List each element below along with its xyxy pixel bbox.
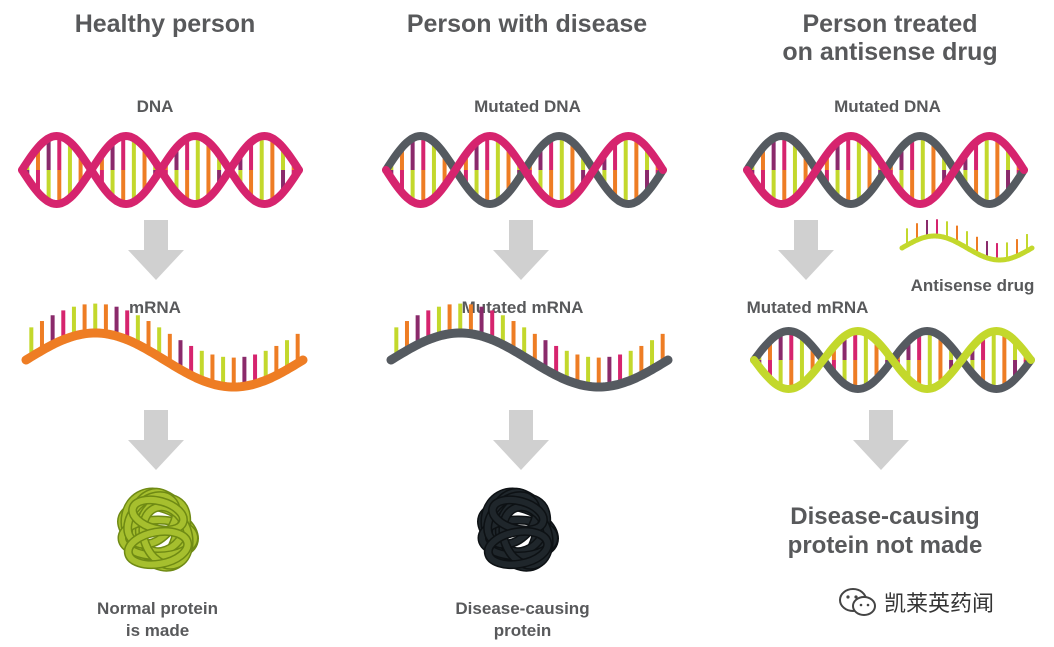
- disease-result: Disease-causing protein: [455, 599, 590, 640]
- arrow-shape: [128, 220, 184, 280]
- watermark: 凯莱英药闻: [838, 586, 994, 618]
- disease-dna-label: Mutated DNA: [474, 97, 581, 116]
- healthy-dna-helix: [18, 131, 303, 209]
- strand-front: [382, 131, 667, 209]
- protein-loop: [499, 503, 553, 569]
- bases: [394, 303, 665, 387]
- treated-mrna-label: Mutated mRNA: [746, 298, 869, 317]
- healthy-mrna-strand: [21, 303, 308, 392]
- arrow-shape: [493, 410, 549, 470]
- treated-arrow-1: [778, 220, 834, 280]
- healthy-arrow-2: [128, 410, 184, 470]
- disease-arrow-1: [493, 220, 549, 280]
- disease-protein-icon: [477, 487, 559, 572]
- treated-result: Disease-causing protein not made: [787, 503, 983, 559]
- treated-bound-strands: [750, 326, 1035, 394]
- disease-dna-helix: [382, 131, 667, 209]
- healthy-mrna-label: mRNA: [129, 298, 181, 317]
- treated-dna-helix: [743, 131, 1028, 209]
- protein-loop: [485, 528, 551, 568]
- strand-front: [750, 326, 1035, 394]
- antisense-drug-label: Antisense drug: [910, 276, 1035, 295]
- disease-arrow-2: [493, 410, 549, 470]
- treated-arrow-2: [853, 410, 909, 470]
- protein-loop: [139, 503, 193, 569]
- strand-front: [743, 131, 1028, 209]
- normal-protein-icon: [117, 487, 199, 572]
- protein-loop: [125, 528, 191, 568]
- arrow-shape: [128, 410, 184, 470]
- treated-dna-label: Mutated DNA: [834, 97, 941, 116]
- disease-title: Person with disease: [406, 10, 648, 38]
- healthy-result: Normal protein is made: [97, 599, 218, 640]
- backbone: [21, 328, 308, 392]
- antisense-drug-strand: [899, 219, 1035, 263]
- arrow-shape: [778, 220, 834, 280]
- arrow-shape: [493, 220, 549, 280]
- healthy-title: Healthy person: [74, 10, 256, 38]
- watermark-text: 凯莱英药闻: [884, 591, 995, 616]
- strand-front: [18, 131, 303, 209]
- disease-mrna-strand: [386, 303, 673, 392]
- disease-mrna-label: Mutated mRNA: [461, 298, 584, 317]
- healthy-arrow-1: [128, 220, 184, 280]
- backbone: [386, 328, 673, 392]
- arrow-shape: [853, 410, 909, 470]
- treated-title: Person treated on antisense drug: [782, 10, 998, 66]
- wechat-icon: [839, 588, 876, 616]
- backbone: [899, 233, 1035, 263]
- healthy-dna-label: DNA: [136, 97, 174, 116]
